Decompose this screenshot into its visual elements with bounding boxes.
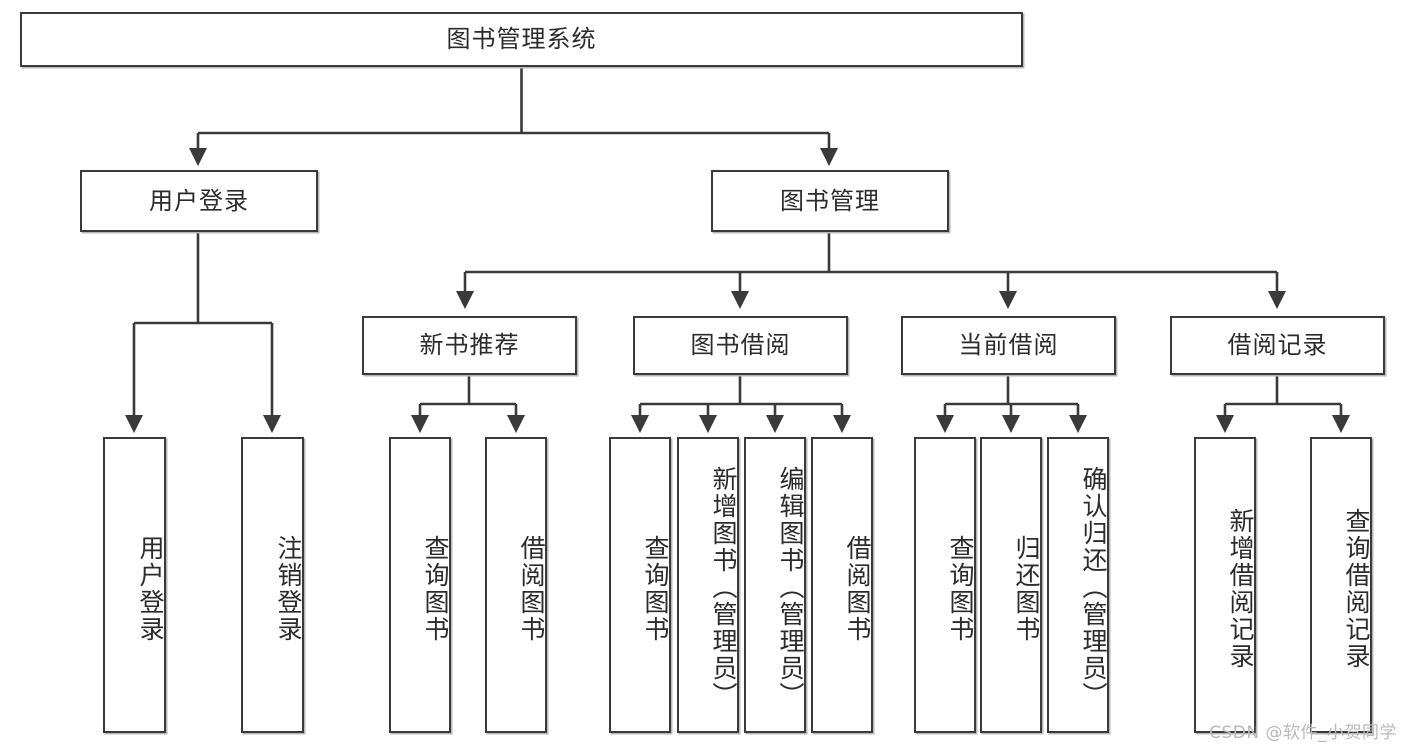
leaf-book-borrow-edit[interactable]: 编辑图书（管理员） [744,437,806,733]
node-label: 用户登录 [136,535,165,643]
node-label: 查询图书 [641,535,670,643]
node-label: 图书借阅 [690,331,791,360]
node-current-borrow[interactable]: 当前借阅 [901,316,1116,375]
node-label: 查询图书 [421,535,450,643]
node-label: 注销登录 [274,535,303,643]
leaf-new-book-query[interactable]: 查询图书 [389,437,451,733]
node-book-borrow[interactable]: 图书借阅 [633,316,848,375]
leaf-book-borrow-borrow[interactable]: 借阅图书 [811,437,873,733]
leaf-current-borrow-query[interactable]: 查询图书 [914,437,976,733]
node-label: 新增图书（管理员） [709,465,738,709]
node-label: 查询借阅记录 [1342,508,1371,670]
node-user-login[interactable]: 用户登录 [80,170,318,232]
node-label: 借阅图书 [843,535,872,643]
node-label: 查询图书 [946,535,975,643]
node-label: 新书推荐 [419,331,520,360]
node-new-book-recommend[interactable]: 新书推荐 [362,316,577,375]
leaf-borrow-record-add[interactable]: 新增借阅记录 [1194,437,1256,733]
node-label: 当前借阅 [958,331,1059,360]
node-label: 图书管理系统 [446,25,597,54]
leaf-user-login-login[interactable]: 用户登录 [103,437,166,733]
leaf-current-borrow-return[interactable]: 归还图书 [980,437,1042,733]
node-root-system[interactable]: 图书管理系统 [20,12,1023,67]
node-label: 用户登录 [149,186,249,215]
leaf-user-login-logout[interactable]: 注销登录 [241,437,304,733]
node-label: 图书管理 [780,186,880,215]
node-label: 借阅记录 [1227,331,1328,360]
leaf-book-borrow-query[interactable]: 查询图书 [609,437,671,733]
node-label: 确认归还（管理员） [1079,465,1108,709]
node-label: 编辑图书（管理员） [776,465,805,709]
leaf-borrow-record-query[interactable]: 查询借阅记录 [1310,437,1372,733]
node-book-management[interactable]: 图书管理 [711,170,949,232]
leaf-new-book-borrow[interactable]: 借阅图书 [485,437,547,733]
node-label: 借阅图书 [517,535,546,643]
leaf-book-borrow-add[interactable]: 新增图书（管理员） [677,437,739,733]
leaf-current-borrow-confirm-return[interactable]: 确认归还（管理员） [1047,437,1109,733]
node-label: 新增借阅记录 [1226,508,1255,670]
node-borrow-record[interactable]: 借阅记录 [1170,316,1385,375]
csdn-watermark: CSDN @软件_小贺同学 [1209,723,1397,743]
node-label: 归还图书 [1012,535,1041,643]
